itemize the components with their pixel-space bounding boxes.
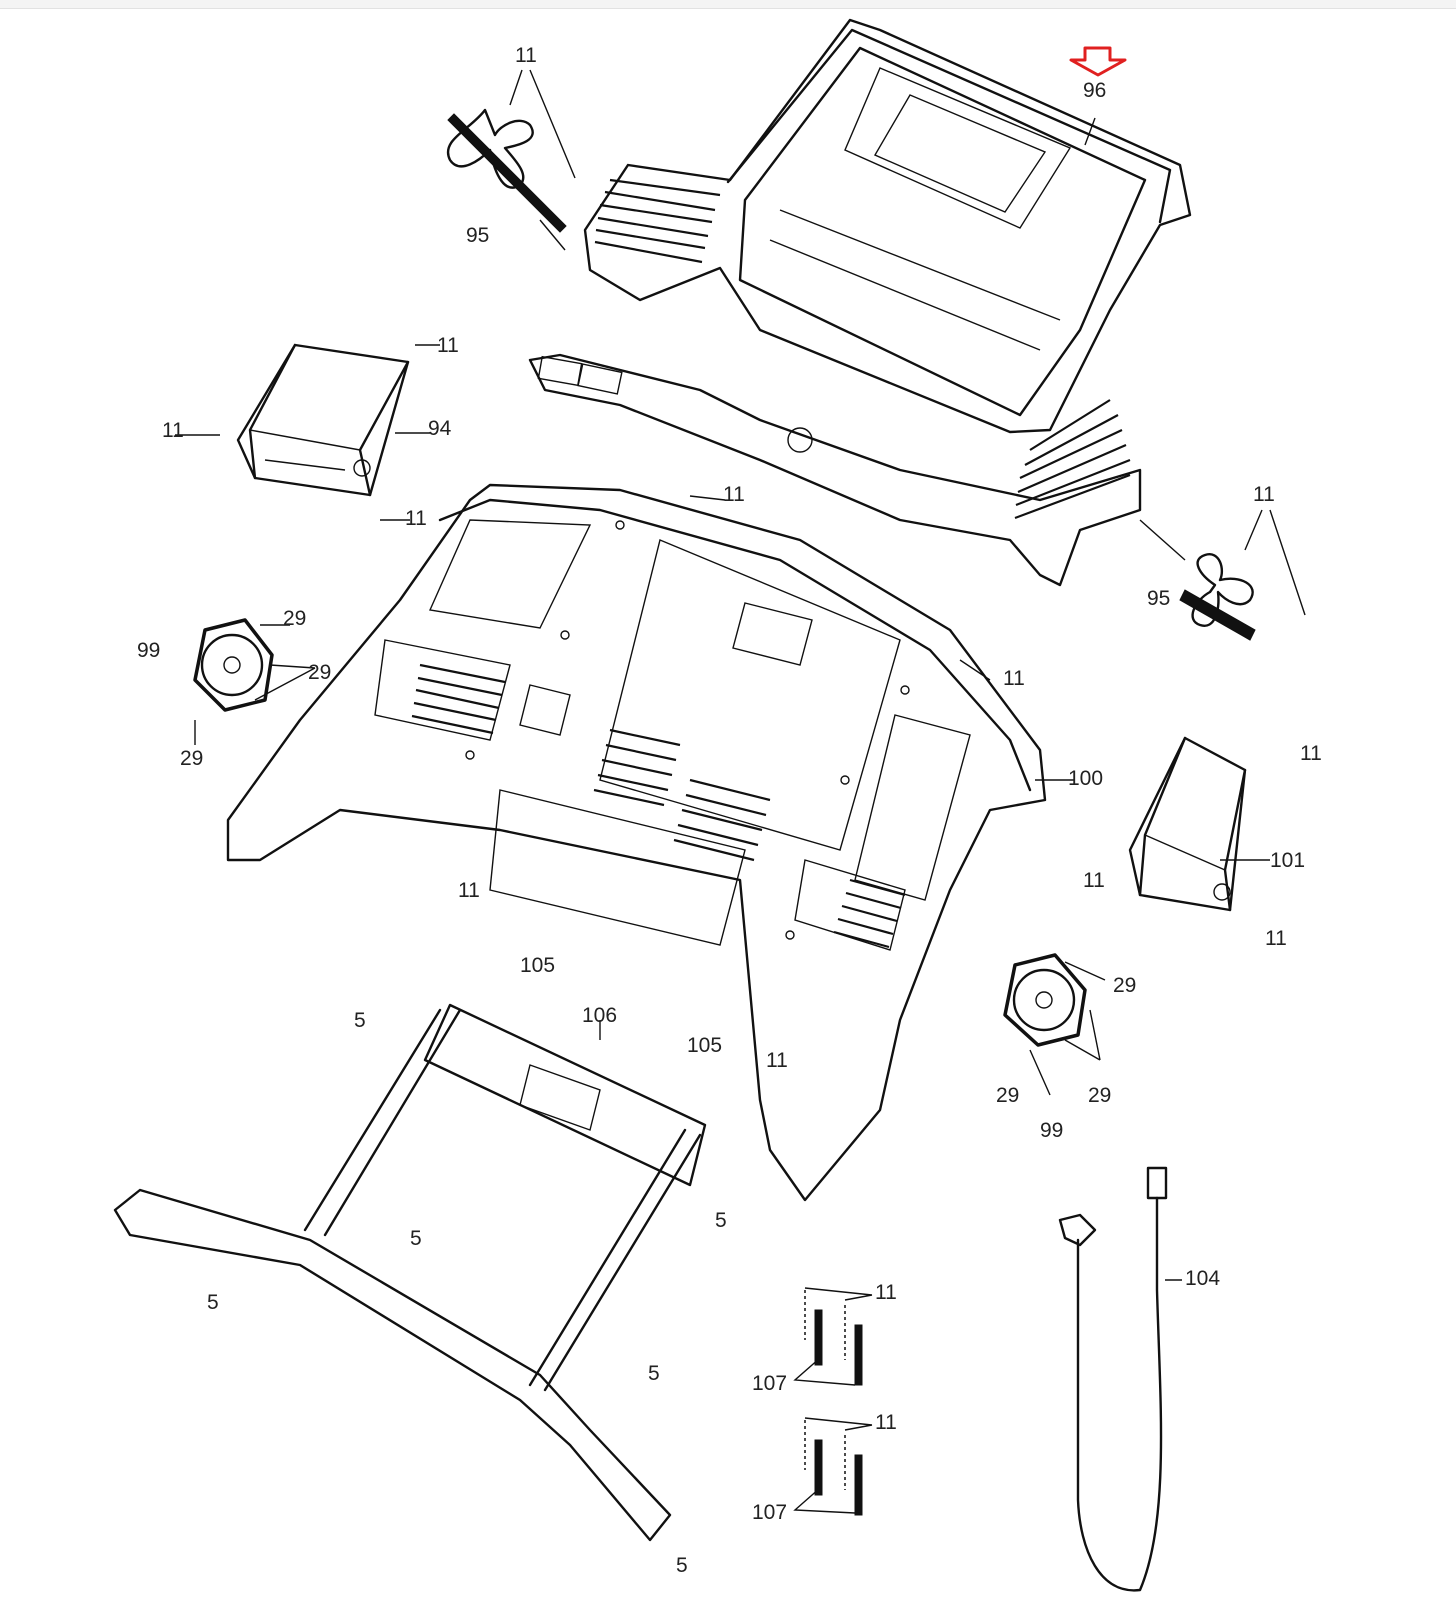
callout-11[interactable]: 11 (1253, 483, 1275, 506)
callout-99[interactable]: 99 (137, 639, 161, 662)
callout-11[interactable]: 11 (1003, 667, 1025, 690)
speaker-part-99-right[interactable] (1003, 953, 1087, 1047)
callout-105[interactable]: 105 (520, 954, 556, 977)
console-top-left-grille (594, 178, 721, 264)
callout-11[interactable]: 11 (723, 483, 745, 506)
console-top-part-96[interactable] (528, 18, 1192, 587)
callout-29[interactable]: 29 (996, 1084, 1020, 1107)
callout-11[interactable]: 11 (875, 1411, 897, 1434)
console-base-part-100[interactable] (226, 483, 1047, 1202)
callout-5[interactable]: 5 (676, 1554, 688, 1577)
callout-95[interactable]: 95 (1147, 587, 1171, 610)
console-base-right-grille (833, 878, 906, 949)
console-top-right-grille (1014, 399, 1131, 520)
callout-106[interactable]: 106 (582, 1004, 618, 1027)
callout-29[interactable]: 29 (180, 747, 204, 770)
left-tray-part-94[interactable] (236, 343, 410, 497)
console-base-center-grille (593, 728, 771, 862)
callout-101[interactable]: 101 (1270, 849, 1306, 872)
callout-29[interactable]: 29 (1088, 1084, 1112, 1107)
callout-5[interactable]: 5 (207, 1291, 219, 1314)
callout-100[interactable]: 100 (1068, 767, 1104, 790)
callout-11[interactable]: 11 (437, 334, 459, 357)
callout-107[interactable]: 107 (752, 1501, 788, 1524)
callout-95[interactable]: 95 (466, 224, 490, 247)
callout-29[interactable]: 29 (283, 607, 307, 630)
callout-11[interactable]: 11 (875, 1281, 897, 1304)
callout-5[interactable]: 5 (648, 1362, 660, 1385)
grip-hardware-part-107[interactable] (804, 1290, 863, 1516)
callout-5[interactable]: 5 (715, 1209, 727, 1232)
callout-11[interactable]: 11 (1265, 927, 1287, 950)
callout-11[interactable]: 11 (458, 879, 480, 902)
highlight-arrow-icon (1069, 46, 1127, 77)
fan-part-95-right[interactable] (1139, 519, 1256, 641)
callout-107[interactable]: 107 (752, 1372, 788, 1395)
fan-part-95-left[interactable] (446, 108, 567, 251)
speaker-part-99-left[interactable] (193, 618, 274, 712)
callout-5[interactable]: 5 (410, 1227, 422, 1250)
top-bar (0, 0, 1456, 9)
callout-5[interactable]: 5 (354, 1009, 366, 1032)
callout-11[interactable]: 11 (405, 507, 427, 530)
callout-11[interactable]: 11 (766, 1049, 788, 1072)
callout-96[interactable]: 96 (1083, 79, 1107, 102)
callout-11[interactable]: 11 (515, 44, 537, 67)
callout-99[interactable]: 99 (1040, 1119, 1064, 1142)
callout-105[interactable]: 105 (687, 1034, 723, 1057)
callout-94[interactable]: 94 (428, 417, 452, 440)
callout-104[interactable]: 104 (1185, 1267, 1221, 1290)
right-tray-part-101[interactable] (1128, 736, 1247, 912)
callout-11[interactable]: 11 (1083, 869, 1105, 892)
callout-11[interactable]: 11 (1300, 742, 1322, 765)
callout-11[interactable]: 11 (162, 419, 184, 442)
leader-lines (175, 69, 1306, 1514)
console-bracket-part-106[interactable] (113, 1003, 707, 1542)
console-base-left-grille (411, 663, 506, 735)
callout-29[interactable]: 29 (1113, 974, 1137, 997)
callout-29[interactable]: 29 (308, 661, 332, 684)
wire-harness-part-104[interactable] (1058, 1166, 1168, 1592)
